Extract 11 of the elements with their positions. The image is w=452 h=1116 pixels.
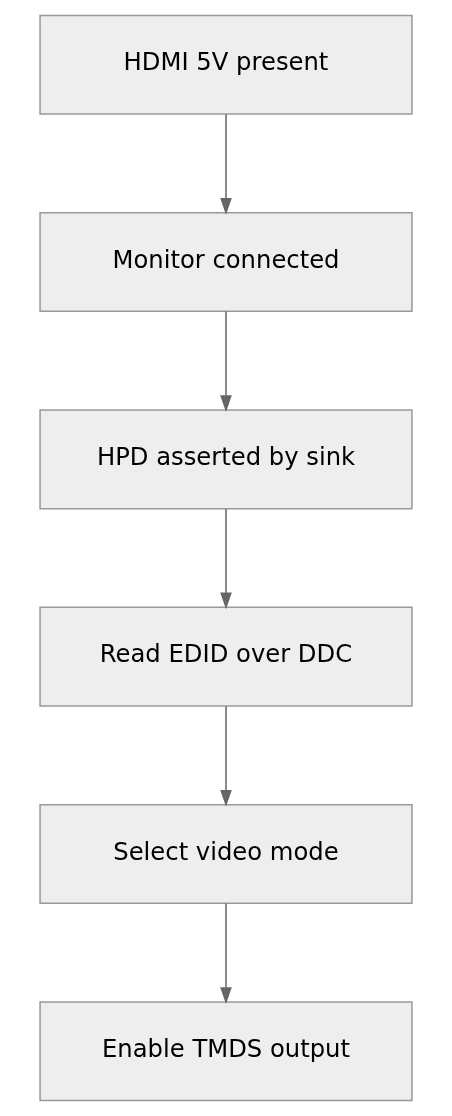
arrow bbox=[220, 113, 232, 215]
arrow bbox=[220, 902, 232, 1004]
node-box: HDMI 5V present bbox=[39, 14, 413, 115]
node-box: Read EDID over DDC bbox=[39, 606, 413, 707]
node-box: Enable TMDS output bbox=[39, 1001, 413, 1102]
arrow bbox=[220, 310, 232, 412]
arrow bbox=[220, 508, 232, 610]
node-box: Select video mode bbox=[39, 803, 413, 905]
node-box: Monitor connected bbox=[39, 211, 413, 313]
arrow bbox=[220, 705, 232, 807]
node-box: HPD asserted by sink bbox=[39, 409, 413, 510]
